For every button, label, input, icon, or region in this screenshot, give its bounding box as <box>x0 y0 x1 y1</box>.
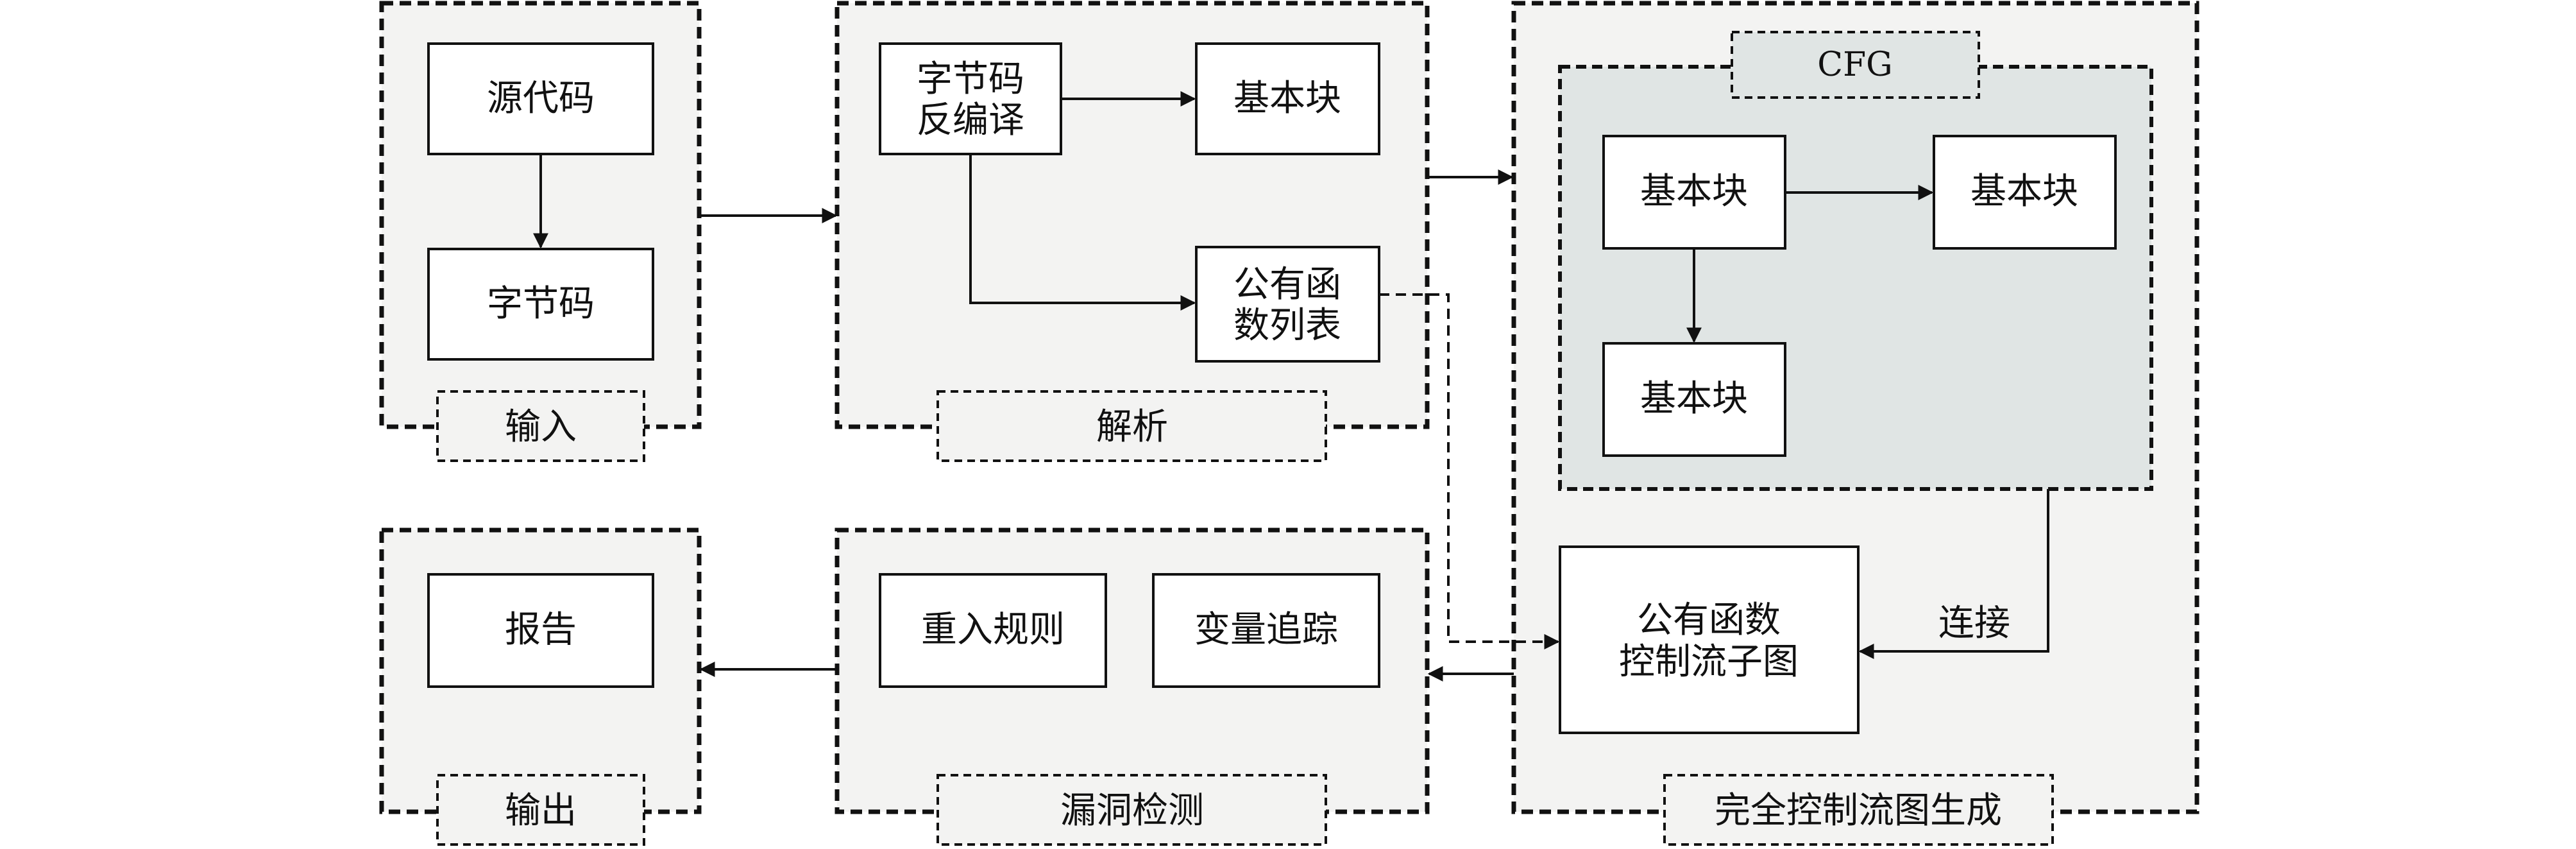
var-track-box <box>1152 573 1380 688</box>
group-output: 报告 输出 <box>379 527 702 846</box>
cfg-title: CFG <box>1817 46 1892 84</box>
source-code-text: 源代码 <box>487 78 595 119</box>
group-cfg-gen-label-box <box>1663 774 2054 846</box>
group-parse-label: 解析 <box>1096 406 1168 448</box>
bytecode-box <box>427 248 654 361</box>
basic-block-box <box>1195 42 1380 155</box>
cfg-title-box <box>1731 31 1980 99</box>
group-cfg-gen-label: 完全控制流图生成 <box>1715 790 2002 832</box>
func-list-text-line2: 数列表 <box>1233 305 1341 347</box>
group-output-label-box <box>436 774 645 846</box>
arrow-cfg-to-subgraph <box>1858 489 2049 659</box>
reentrancy-text: 重入规则 <box>921 609 1065 651</box>
cfg-block-b-text: 基本块 <box>1970 171 2078 212</box>
group-input-label-box <box>436 390 645 462</box>
group-detect: 重入规则 变量追踪 漏洞检测 <box>835 527 1430 846</box>
group-detect-label: 漏洞检测 <box>1060 790 1204 832</box>
group-cfg-gen: CFG 基本块 基本块 基本块 公有函数 控制流子图 连接 完全控制流图生成 <box>1511 1 2199 846</box>
cfg-block-c-box <box>1602 342 1786 457</box>
subgraph-box <box>1559 545 1860 734</box>
group-output-label: 输出 <box>505 790 577 832</box>
group-input: 源代码 字节码 输入 <box>379 1 702 462</box>
subgraph-text-line2: 控制流子图 <box>1619 641 1799 683</box>
group-parse-label-box <box>936 390 1327 462</box>
source-code-box <box>427 42 654 155</box>
basic-block-text: 基本块 <box>1233 78 1341 119</box>
bytecode-text: 字节码 <box>487 283 595 325</box>
dashed-arrow-func-list-to-subgraph <box>1379 293 1560 649</box>
decompile-text-line2: 反编译 <box>917 99 1024 141</box>
var-track-text: 变量追踪 <box>1194 609 1338 651</box>
func-list-text-line1: 公有函 <box>1233 264 1341 305</box>
report-text: 报告 <box>505 609 577 651</box>
group-detect-label-box <box>936 774 1327 846</box>
cfg-block-b-box <box>1933 135 2117 250</box>
group-parse: 字节码 反编译 基本块 公有函 数列表 解析 <box>835 1 1430 462</box>
cfg-block-a-text: 基本块 <box>1640 171 1748 212</box>
decompile-text-line1: 字节码 <box>917 58 1024 100</box>
subgraph-text-line1: 公有函数 <box>1637 599 1781 641</box>
connect-label: 连接 <box>1938 603 2010 644</box>
reentrancy-box <box>879 573 1107 688</box>
decompile-box <box>879 42 1062 155</box>
cfg-block-c-text: 基本块 <box>1640 378 1748 420</box>
func-list-box <box>1195 246 1380 363</box>
arrow-decompile-to-func-list <box>969 154 1196 311</box>
report-box <box>427 573 654 688</box>
group-input-label: 输入 <box>505 406 577 448</box>
